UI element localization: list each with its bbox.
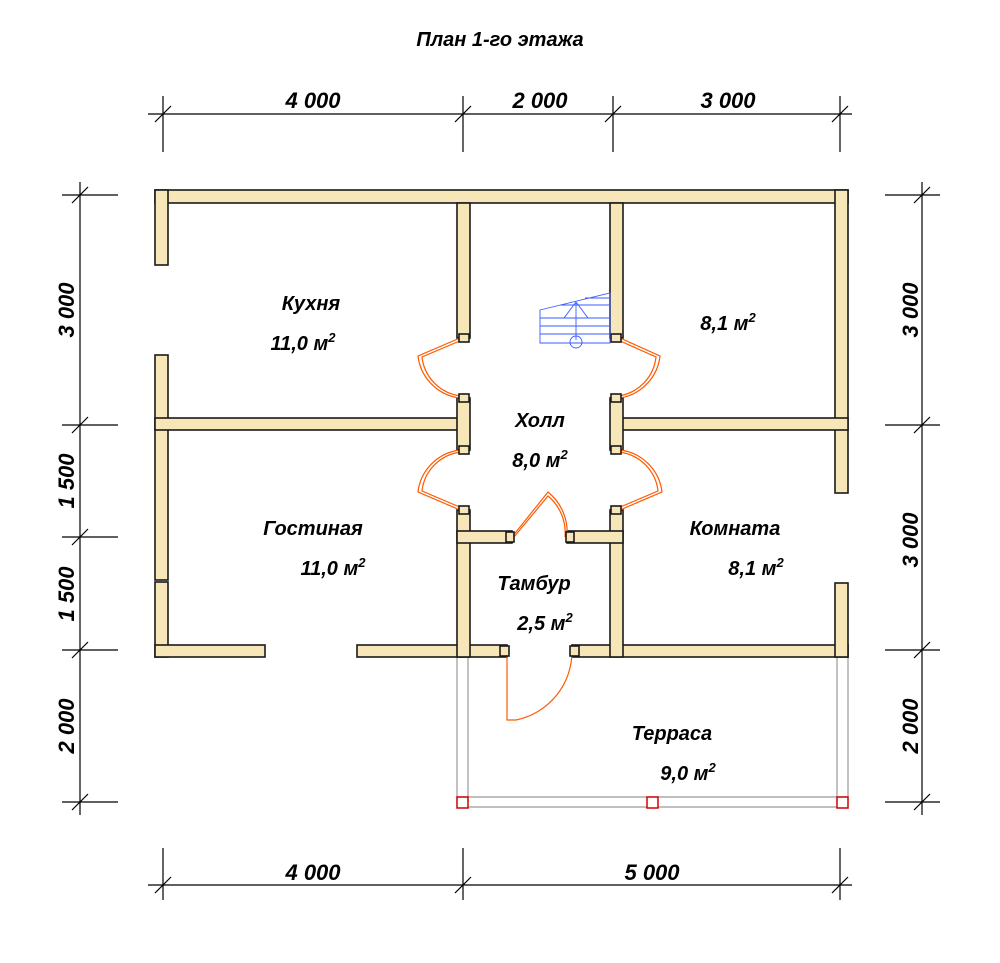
dimension-top: 4 000 2 000 3 000 <box>148 88 852 152</box>
room-name: Кухня <box>282 293 341 315</box>
dim-top-3: 3 000 <box>700 88 756 113</box>
doors <box>417 337 663 721</box>
dim-right-2: 3 000 <box>898 512 923 568</box>
room-name: Терраса <box>632 723 712 745</box>
room-terrace: Терраса 9,0 м2 <box>632 723 717 785</box>
dim-left-1: 3 000 <box>54 282 79 338</box>
room-hall: Холл 8,0 м2 <box>512 410 568 472</box>
plan-title: План 1-го этажа <box>416 29 583 51</box>
terrace-outline <box>456 657 849 809</box>
dim-bottom-2: 5 000 <box>624 860 680 885</box>
room-komnata: Комната 8,1 м2 <box>690 518 785 580</box>
room-name: Холл <box>514 410 565 432</box>
dim-top-1: 4 000 <box>284 88 341 113</box>
room-name: Гостиная <box>263 518 363 540</box>
room-area: 8,1 м2 <box>700 310 756 335</box>
dim-left-2: 1 500 <box>54 453 79 509</box>
room-area: 11,0 м2 <box>300 555 366 580</box>
room-area: 8,1 м2 <box>728 555 784 580</box>
dim-right-3: 2 000 <box>898 698 923 755</box>
dimension-right: 3 000 3 000 2 000 <box>885 182 940 815</box>
room-name: Комната <box>690 518 781 540</box>
dim-right-1: 3 000 <box>898 282 923 338</box>
walls <box>154 189 849 658</box>
terrace-post <box>456 796 469 809</box>
room-kitchen: Кухня 11,0 м2 <box>270 293 340 355</box>
dim-top-2: 2 000 <box>511 88 568 113</box>
terrace-post <box>646 796 659 809</box>
dimension-bottom: 4 000 5 000 <box>148 848 852 900</box>
dimension-left: 3 000 1 500 1 500 2 000 <box>54 182 118 815</box>
terrace-post <box>836 796 849 809</box>
room-area: 9,0 м2 <box>660 760 716 785</box>
room-tambur: Тамбур 2,5 м2 <box>497 573 573 635</box>
room-area: 2,5 м2 <box>516 610 573 635</box>
dim-left-4: 2 000 <box>54 698 79 755</box>
room-living: Гостиная 11,0 м2 <box>263 518 366 580</box>
room-name: Тамбур <box>497 573 570 595</box>
dim-bottom-1: 4 000 <box>284 860 341 885</box>
room-bedroom: 8,1 м2 <box>700 310 756 335</box>
room-area: 8,0 м2 <box>512 447 568 472</box>
room-area: 11,0 м2 <box>270 330 336 355</box>
door-jambs <box>458 333 622 657</box>
stair-symbol <box>539 292 611 349</box>
dim-left-3: 1 500 <box>54 566 79 622</box>
